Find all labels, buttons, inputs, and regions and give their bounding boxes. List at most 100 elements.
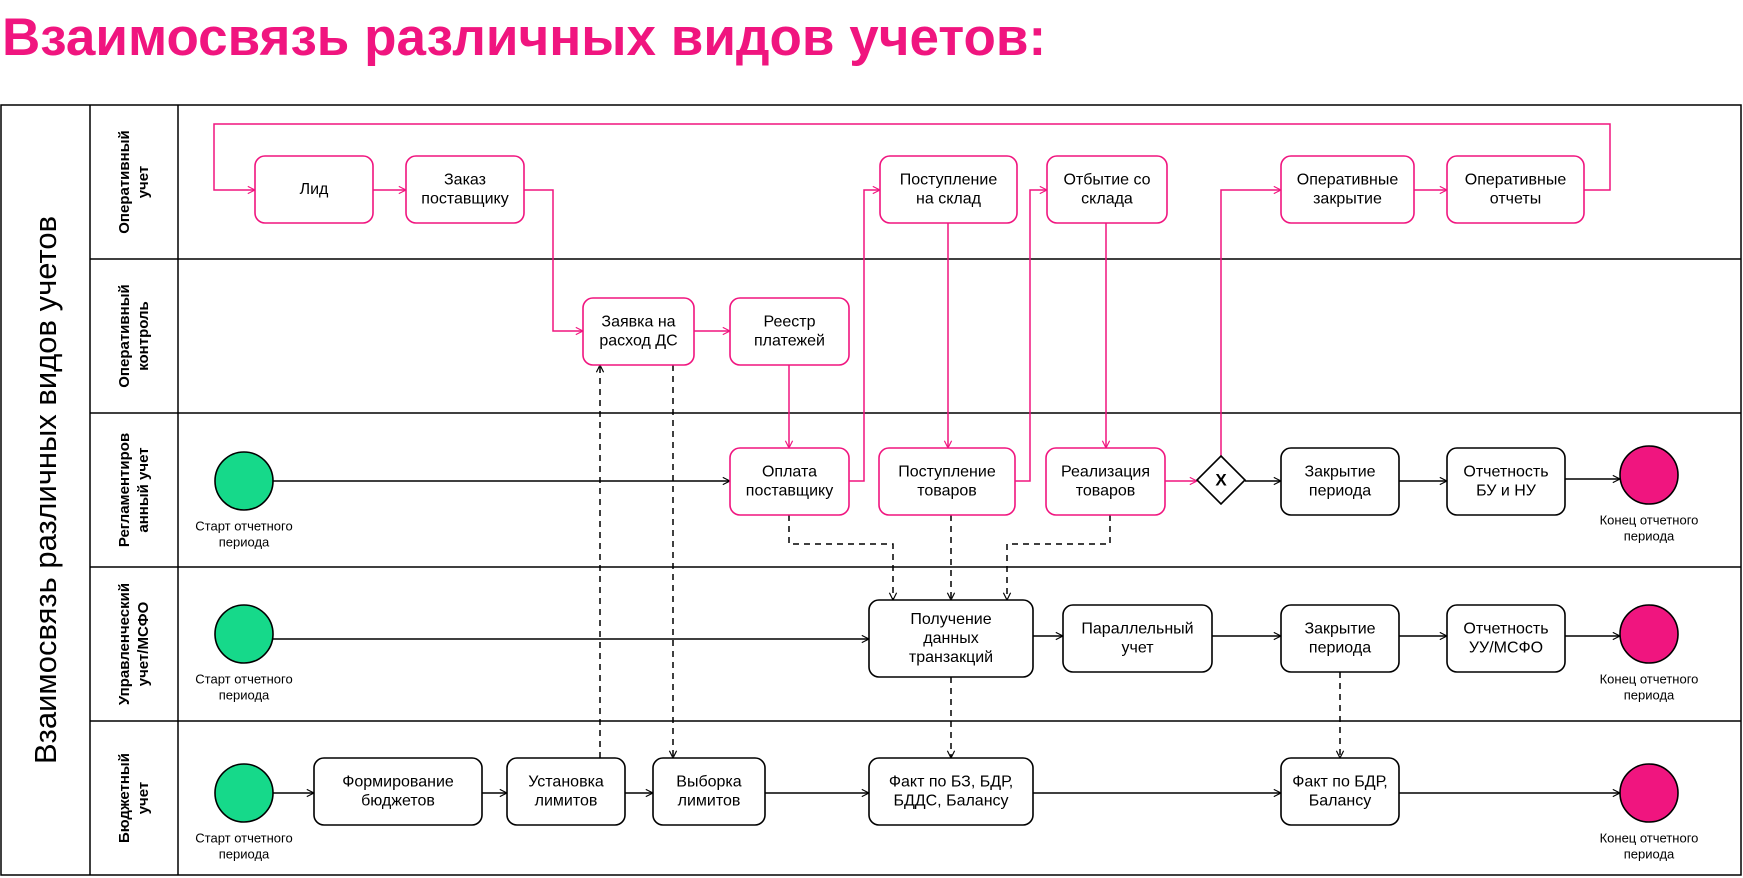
task-box	[729, 447, 850, 516]
task-fact_bz[interactable]: Факт по БЗ, БДР, БДДС, Балансу	[868, 757, 1034, 826]
task-label: Балансу	[1309, 793, 1371, 810]
task-label: УУ/МСФО	[1469, 640, 1543, 657]
task-label: поставщику	[421, 191, 508, 208]
task-label: Лид	[300, 181, 329, 198]
flow-goods_in-to-shipment	[1015, 190, 1047, 482]
task-op_close[interactable]: Оперативные закрытие	[1280, 155, 1415, 224]
start-event-circle	[214, 451, 274, 511]
event-caption: периода	[1624, 847, 1675, 862]
task-pay_supplier[interactable]: Оплата поставщику	[729, 447, 850, 516]
flow-op_reports-to-lead	[213, 123, 1611, 190]
task-label: Факт по БЗ, БДР,	[889, 774, 1013, 791]
task-box	[879, 155, 1018, 224]
task-box	[1446, 604, 1566, 673]
task-label: БДДС, Балансу	[893, 793, 1008, 810]
task-label: закрытие	[1313, 191, 1382, 208]
task-reg_report[interactable]: Отчетность БУ и НУ	[1446, 447, 1566, 516]
task-reg_close[interactable]: Закрытие периода	[1280, 447, 1400, 516]
task-label: транзакций	[909, 649, 993, 666]
task-label: данных	[923, 630, 978, 647]
task-box	[313, 757, 483, 826]
task-fact_bdr[interactable]: Факт по БДР, Балансу	[1280, 757, 1400, 826]
event-caption: периода	[219, 535, 270, 550]
task-label: Факт по БДР,	[1292, 774, 1387, 791]
task-box	[1280, 447, 1400, 516]
task-box	[729, 297, 850, 366]
task-box	[405, 155, 525, 224]
event-caption: Старт отчетного	[195, 672, 292, 687]
task-label: БУ и НУ	[1476, 483, 1537, 500]
flow-order-to-cash_req	[524, 189, 583, 331]
task-label: Отбытие со	[1063, 172, 1150, 189]
task-label: Поступление	[900, 172, 998, 189]
page-title: Взаимосвязь различных видов учетов:	[2, 8, 1047, 67]
task-label: Закрытие	[1304, 464, 1375, 481]
task-box	[582, 297, 695, 366]
task-box	[1045, 447, 1166, 516]
task-label: лимитов	[678, 793, 741, 810]
task-label: лимитов	[535, 793, 598, 810]
task-label: периода	[1309, 483, 1371, 500]
task-label: Выборка	[676, 774, 741, 791]
flow-pay_supplier-to-receipt_wh	[849, 190, 880, 482]
task-box	[506, 757, 626, 826]
task-receipt_wh[interactable]: Поступление на склад	[879, 155, 1018, 224]
gateway-diamond	[1195, 454, 1247, 506]
exclusive-gateway[interactable]: X	[1195, 454, 1247, 506]
task-limits_sel[interactable]: Выборка лимитов	[652, 757, 766, 826]
lane-label-text: Оперативный	[116, 130, 133, 233]
task-box	[1280, 604, 1400, 673]
task-label: Поступление	[898, 464, 996, 481]
event-caption: Конец отчетного	[1600, 831, 1699, 846]
task-box	[1446, 447, 1566, 516]
pool-frame	[0, 104, 1742, 876]
lane-label-text: анный учет	[135, 447, 152, 532]
task-box	[254, 155, 374, 224]
task-lead[interactable]: Лид	[254, 155, 374, 224]
task-label: на склад	[916, 191, 982, 208]
task-label: Отчетность	[1463, 464, 1548, 481]
task-label: Оперативные	[1297, 172, 1399, 189]
event-caption: Старт отчетного	[195, 831, 292, 846]
end-event-circle	[1619, 763, 1679, 823]
task-label: бюджетов	[361, 793, 435, 810]
flow-pay_supplier-to-get_tx	[788, 515, 893, 600]
task-label: учет	[1121, 640, 1154, 657]
task-label: Закрытие	[1304, 621, 1375, 638]
task-label: поставщику	[746, 483, 833, 500]
event-caption: периода	[219, 847, 270, 862]
gateway-label: X	[1215, 471, 1227, 490]
task-label: расход ДС	[599, 333, 677, 350]
task-box	[868, 757, 1034, 826]
task-label: Оплата	[762, 464, 817, 481]
flow-goods_sale-to-get_tx	[1007, 515, 1111, 600]
event-caption: Старт отчетного	[195, 519, 292, 534]
event-caption: периода	[1624, 688, 1675, 703]
flow-gw-to-op_close	[1220, 190, 1281, 456]
event-caption: Конец отчетного	[1600, 672, 1699, 687]
end-event-circle	[1619, 604, 1679, 664]
